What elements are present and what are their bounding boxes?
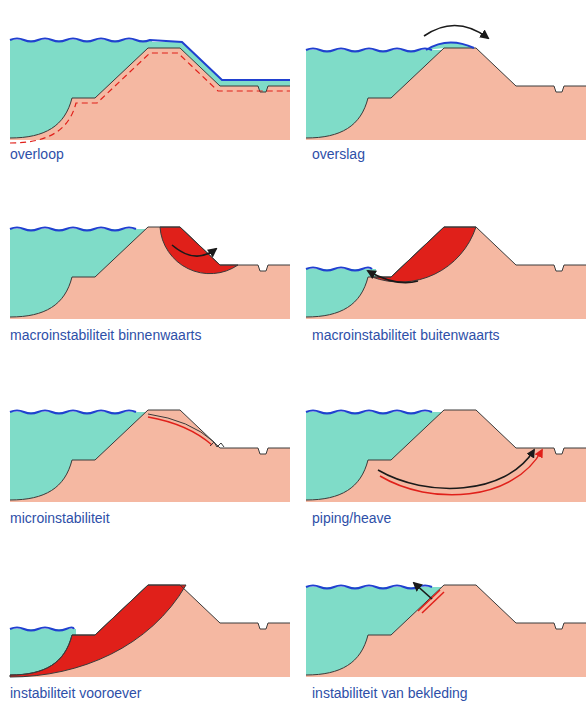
dike-outline xyxy=(10,585,290,675)
dike-outline xyxy=(306,585,586,675)
slip-body xyxy=(372,227,476,282)
panel-micro xyxy=(10,410,290,502)
slip-arrow xyxy=(172,245,216,256)
wave-line xyxy=(426,42,474,50)
water-line xyxy=(306,411,432,414)
caption: microinstabiliteit xyxy=(10,510,110,526)
erosion-line xyxy=(10,53,290,143)
uplift-arrow xyxy=(414,583,432,599)
seepage-line xyxy=(148,414,214,442)
slip-arrow xyxy=(368,271,418,283)
slide-body xyxy=(10,585,186,677)
caption: instabiliteit vooroever xyxy=(10,685,142,701)
dike-body xyxy=(306,585,586,677)
toe-damage xyxy=(210,442,224,447)
panel-piping xyxy=(306,410,586,502)
wave-crest xyxy=(426,42,474,50)
water-line xyxy=(10,228,136,231)
panel-revetment xyxy=(306,583,586,677)
panel-foreshore xyxy=(10,585,290,677)
dike-outline xyxy=(306,227,586,317)
dike-outline xyxy=(306,410,586,500)
panel-overloop xyxy=(10,39,290,144)
overtopping-arrow xyxy=(424,25,488,38)
revetment-crack xyxy=(422,592,444,613)
piping-arrow xyxy=(380,450,542,495)
dike-body xyxy=(306,227,586,319)
revetment-crack xyxy=(418,590,440,611)
caption: overloop xyxy=(10,146,64,162)
caption: macroinstabiliteit buitenwaarts xyxy=(312,327,500,343)
dike-outline xyxy=(306,48,586,138)
water-line xyxy=(10,39,290,81)
panel-macro-inward xyxy=(10,227,290,319)
dike-outline xyxy=(10,410,290,500)
water-line xyxy=(306,586,432,589)
water-line xyxy=(10,628,74,631)
dike-body xyxy=(306,410,586,502)
panel-overslag xyxy=(306,25,586,140)
dike-body xyxy=(10,48,290,140)
caption: piping/heave xyxy=(312,510,391,526)
water-line xyxy=(306,268,372,271)
water-line xyxy=(306,49,432,52)
water-line xyxy=(10,411,136,414)
dike-body xyxy=(10,227,290,319)
dike-body xyxy=(10,585,290,677)
phreatic-line xyxy=(148,417,212,445)
seepage-arrow xyxy=(378,450,534,488)
caption: instabiliteit van bekleding xyxy=(312,685,468,701)
panel-macro-outward xyxy=(306,227,586,319)
dike-body xyxy=(306,48,586,140)
dike-outline xyxy=(10,48,290,138)
dike-body xyxy=(10,410,290,502)
dike-outline xyxy=(10,227,290,317)
caption: macroinstabiliteit binnenwaarts xyxy=(10,327,201,343)
caption: overslag xyxy=(312,146,365,162)
slip-body xyxy=(160,227,238,274)
